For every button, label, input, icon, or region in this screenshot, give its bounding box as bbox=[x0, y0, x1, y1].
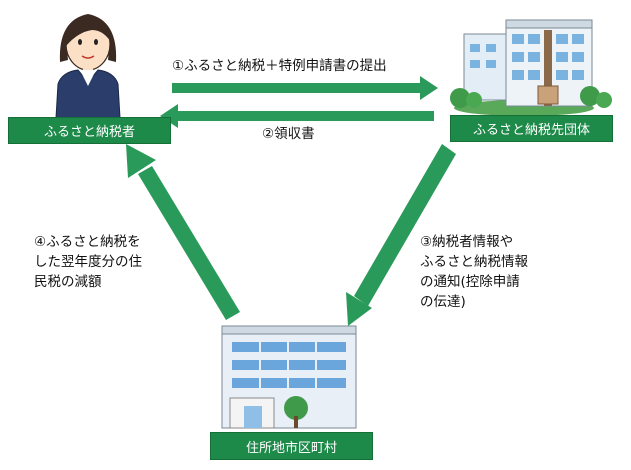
municipality-label: ふるさと納税先団体 bbox=[450, 115, 613, 142]
step3-label: ③納税者情報や ふるさと納税情報 の通知(控除申請 の伝達) bbox=[420, 232, 528, 312]
step1-label: ①ふるさと納税＋特例申請書の提出 bbox=[172, 58, 387, 74]
taxpayer-label: ふるさと納税者 bbox=[8, 117, 171, 144]
step3-line: の通知(控除申請 bbox=[420, 274, 520, 290]
government-building-icon bbox=[450, 19, 612, 116]
step3-line: ③納税者情報や bbox=[420, 234, 514, 250]
step4-label: ④ふるさと納税を した翌年度分の住 民税の減額 bbox=[34, 232, 142, 292]
city-hall-building-icon bbox=[221, 325, 357, 429]
residence-label: 住所地市区町村 bbox=[210, 432, 373, 460]
arrow-step4 bbox=[126, 144, 240, 320]
step2-label: ②領収書 bbox=[262, 126, 315, 142]
step4-line: した翌年度分の住 bbox=[34, 254, 142, 270]
step3-line: の伝達) bbox=[420, 294, 466, 310]
arrow-step2 bbox=[160, 104, 434, 128]
step4-line: ④ふるさと納税を bbox=[34, 234, 141, 250]
step3-line: ふるさと納税情報 bbox=[420, 254, 528, 270]
step4-line: 民税の減額 bbox=[34, 274, 102, 290]
person-icon bbox=[55, 14, 121, 119]
arrow-step3 bbox=[346, 144, 456, 326]
arrow-step1 bbox=[172, 76, 438, 100]
